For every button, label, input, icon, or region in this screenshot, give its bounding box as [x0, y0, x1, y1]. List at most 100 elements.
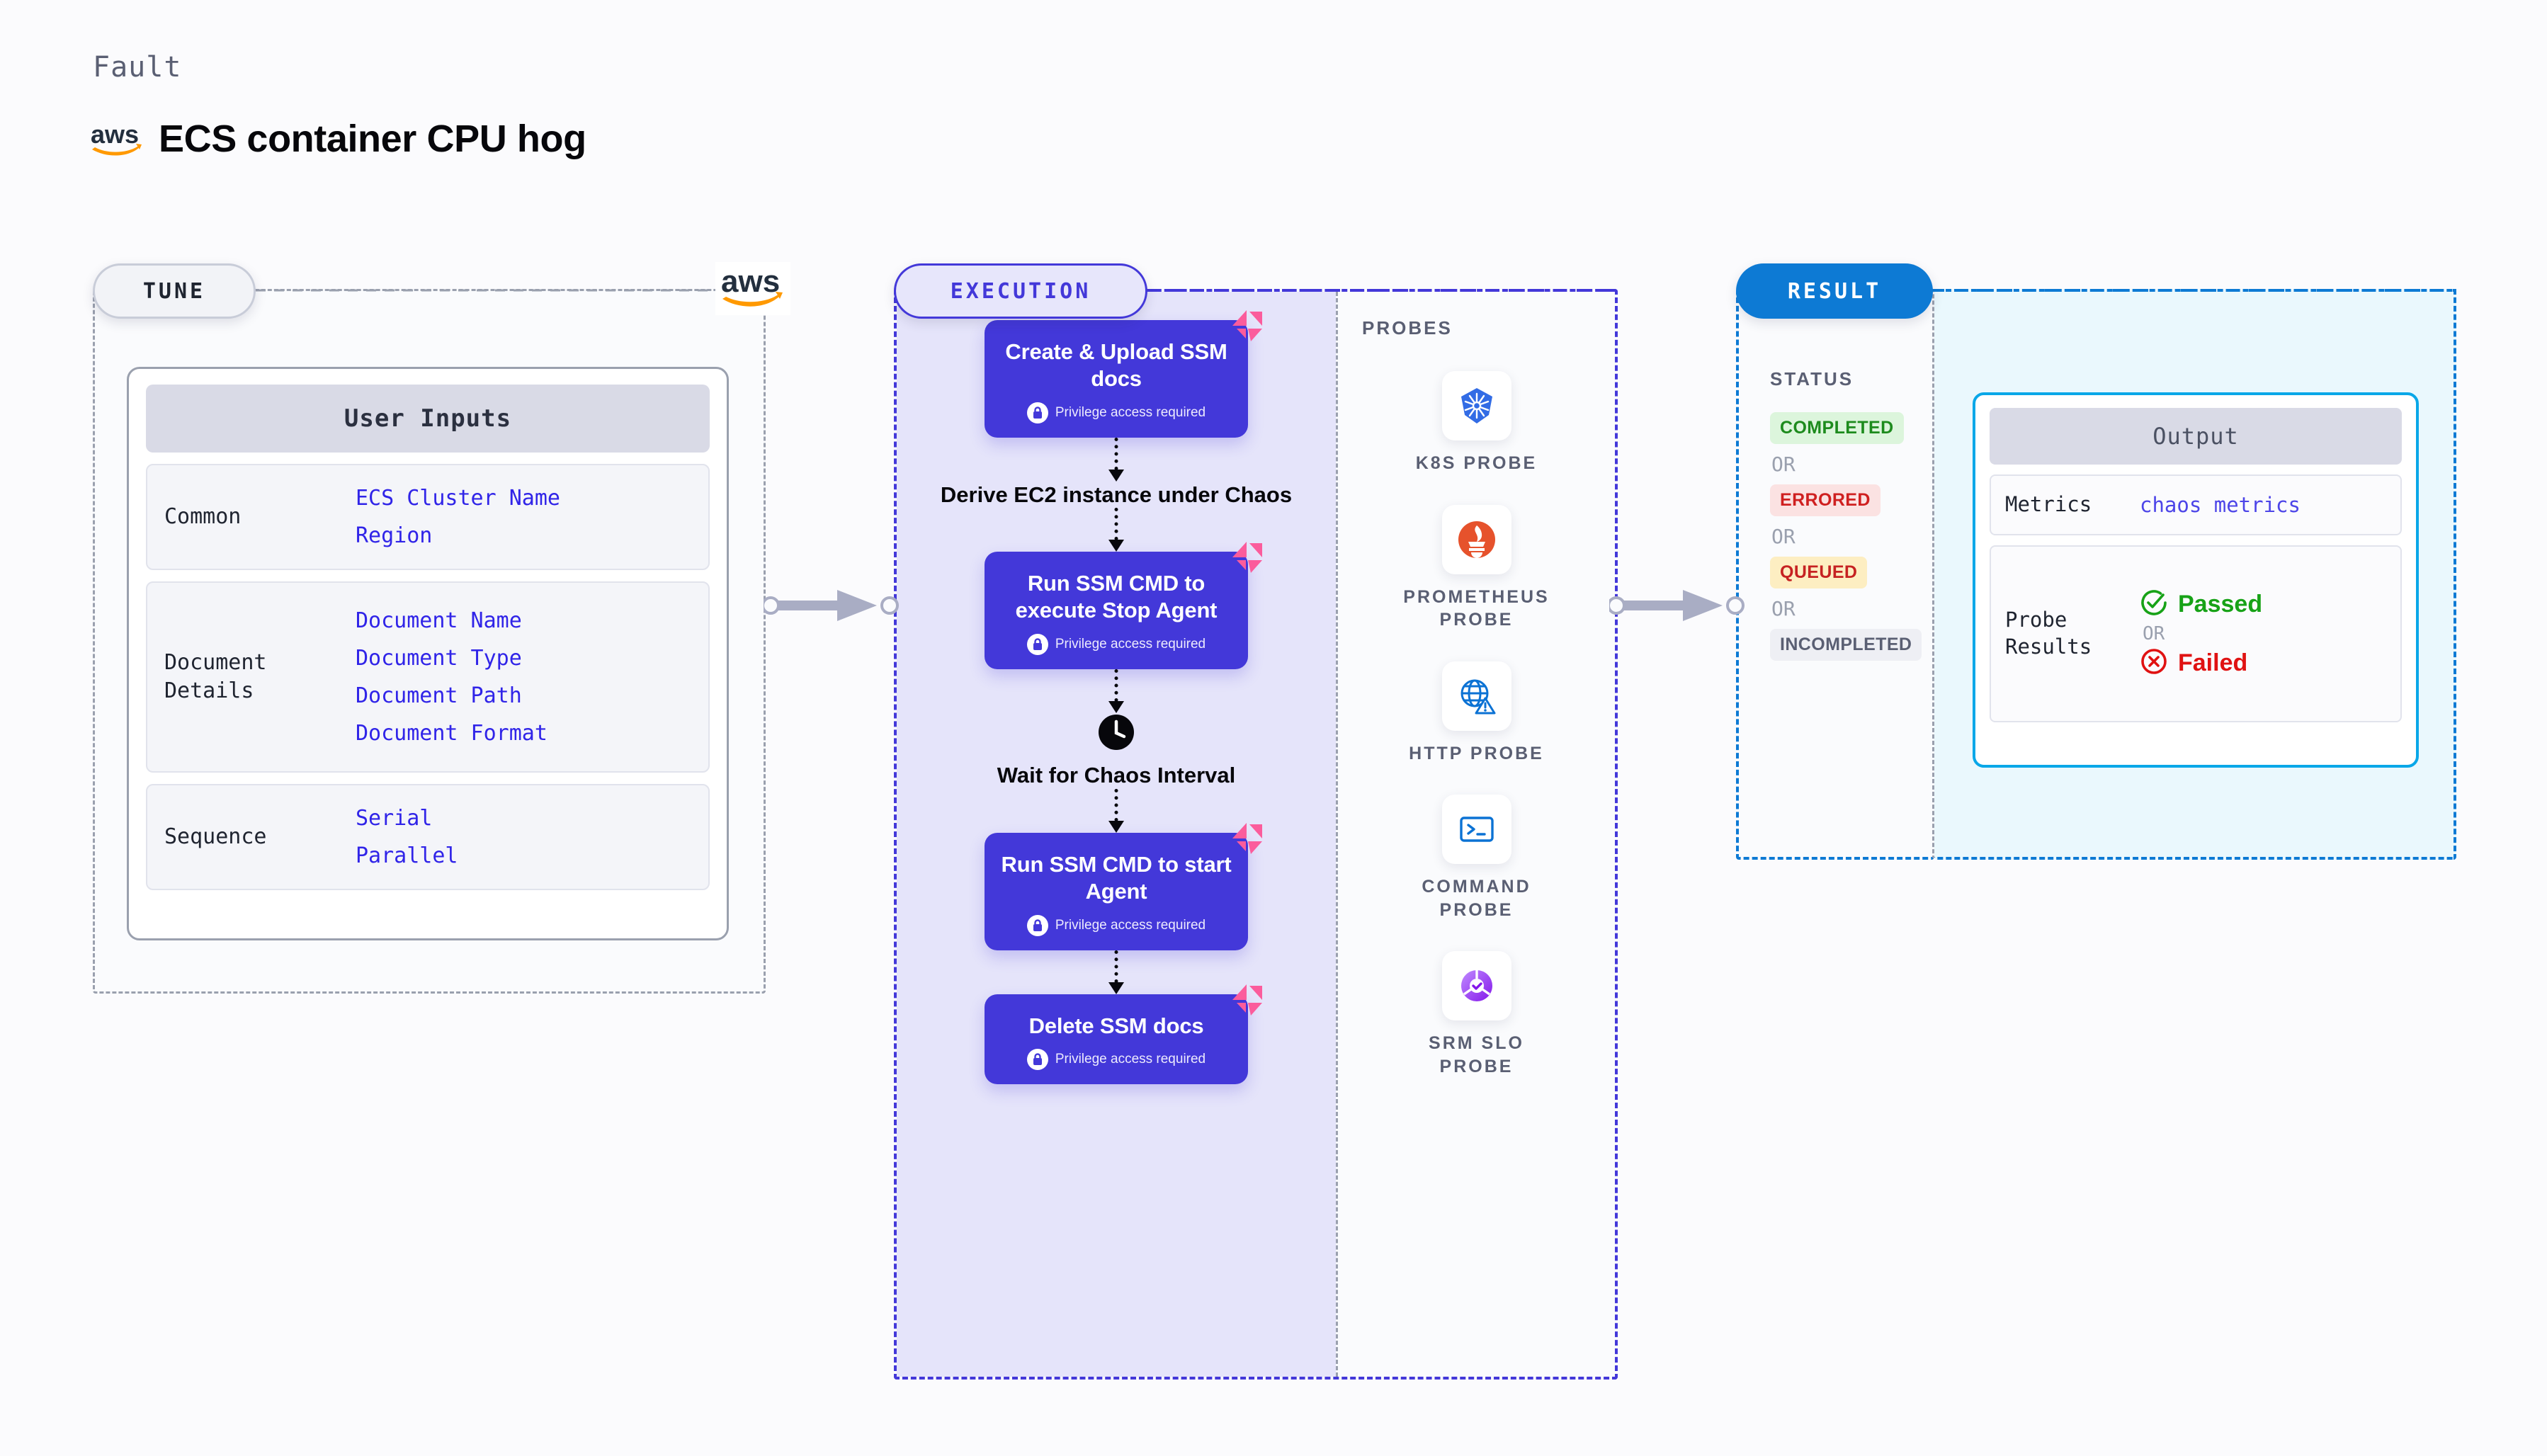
- output-probe-results-label: Probe Results: [2005, 608, 2092, 659]
- probes-title: PROBES: [1362, 317, 1453, 339]
- flow-connector-arrow: [1114, 669, 1118, 713]
- execution-step-create-upload-ssm-docs[interactable]: Create & Upload SSM docs Privilege acces…: [985, 310, 1262, 438]
- probe-result-failed: Failed: [2140, 647, 2262, 679]
- probe-item-prometheus[interactable]: PROMETHEUS PROBE: [1392, 504, 1562, 632]
- privilege-note-text: Privilege access required: [1055, 917, 1206, 933]
- fault-eyebrow-label: Fault: [93, 51, 182, 84]
- kubernetes-icon: [1441, 371, 1511, 440]
- flow-connector-arrow: [1114, 789, 1118, 833]
- probe-label: PROMETHEUS PROBE: [1403, 586, 1550, 630]
- litmus-badge-icon: [1232, 984, 1262, 1016]
- privilege-note: Privilege access required: [997, 402, 1235, 423]
- probe-label: COMMAND PROBE: [1422, 877, 1531, 920]
- svg-text:aws: aws: [721, 265, 780, 299]
- tune-group-label: Sequence: [164, 824, 267, 850]
- check-circle-icon: [2140, 588, 2168, 620]
- stage-pill-result[interactable]: RESULT: [1736, 263, 1933, 319]
- probe-label: K8S PROBE: [1415, 453, 1538, 473]
- tune-input-document-format[interactable]: Document Format: [356, 721, 548, 746]
- execution-step-wait-for-chaos-interval: Wait for Chaos Interval: [997, 713, 1235, 789]
- tune-input-serial[interactable]: Serial: [356, 806, 433, 831]
- stage-pill-tune[interactable]: TUNE: [93, 263, 256, 319]
- tune-group-label: Common: [164, 504, 242, 530]
- result-output-region: Output Metrics chaos metrics Probe Resul…: [1934, 289, 2456, 860]
- privilege-note: Privilege access required: [997, 634, 1235, 656]
- execution-step-title: Run SSM CMD to execute Stop Agent: [1015, 571, 1218, 623]
- probe-result-or-label: OR: [2143, 623, 2165, 644]
- page-title-row: aws ECS container CPU hog: [91, 117, 586, 161]
- execution-step-title: Wait for Chaos Interval: [997, 763, 1236, 788]
- lock-icon: [1026, 914, 1048, 936]
- lock-icon: [1026, 634, 1048, 656]
- flow-connector-arrow: [1114, 508, 1118, 552]
- lock-icon: [1026, 402, 1048, 423]
- execution-step-title: Delete SSM docs: [1028, 1013, 1204, 1038]
- prometheus-icon: [1441, 504, 1511, 574]
- tune-input-region[interactable]: Region: [356, 523, 433, 548]
- tune-input-document-name[interactable]: Document Name: [356, 608, 522, 633]
- stage-pill-execution[interactable]: EXECUTION: [894, 263, 1147, 319]
- privilege-note-text: Privilege access required: [1055, 637, 1206, 652]
- tune-group-sequence: Sequence Serial Parallel: [146, 784, 710, 890]
- status-badge-queued: QUEUED: [1770, 557, 1868, 588]
- output-metrics-value[interactable]: chaos metrics: [2140, 493, 2301, 517]
- privilege-note-text: Privilege access required: [1055, 404, 1206, 420]
- x-circle-icon: [2140, 647, 2168, 679]
- status-badge-errored: ERRORED: [1770, 484, 1881, 516]
- status-badge-completed: COMPLETED: [1770, 412, 1904, 444]
- srm-slo-icon: [1441, 951, 1511, 1020]
- probes-panel: PROBES: [1336, 292, 1615, 1377]
- status-title: STATUS: [1770, 368, 1854, 389]
- execution-pill-connector: [1146, 289, 1618, 292]
- execution-step-title: Create & Upload SSM docs: [1005, 339, 1227, 391]
- output-metrics-row: Metrics chaos metrics: [1990, 474, 2402, 535]
- probe-item-http[interactable]: HTTP PROBE: [1392, 661, 1562, 766]
- probe-label: SRM SLO PROBE: [1429, 1033, 1524, 1076]
- output-probe-results-row: Probe Results Passed OR: [1990, 545, 2402, 722]
- tune-pill-connector: [256, 289, 716, 292]
- tune-group-common: Common ECS Cluster Name Region: [146, 464, 710, 570]
- execution-step-delete-ssm-docs[interactable]: Delete SSM docs Privilege access require…: [985, 984, 1262, 1085]
- lock-icon: [1026, 1049, 1048, 1071]
- result-pill-connector: [1931, 289, 2456, 292]
- user-inputs-card: User Inputs Common ECS Cluster Name Regi…: [127, 367, 729, 940]
- tune-group-label: Document Details: [164, 650, 267, 703]
- aws-logo-icon: aws: [91, 121, 143, 157]
- tune-aws-logo-icon: aws: [715, 262, 790, 315]
- tune-input-ecs-cluster-name[interactable]: ECS Cluster Name: [356, 486, 560, 511]
- probe-item-k8s[interactable]: K8S PROBE: [1392, 371, 1562, 475]
- privilege-note: Privilege access required: [997, 1049, 1235, 1071]
- page-title: ECS container CPU hog: [159, 118, 586, 160]
- probe-result-passed-label: Passed: [2178, 591, 2263, 618]
- litmus-badge-icon: [1232, 822, 1262, 854]
- tune-input-document-path[interactable]: Document Path: [356, 683, 522, 708]
- svg-text:aws: aws: [91, 121, 139, 149]
- tune-input-document-type[interactable]: Document Type: [356, 646, 522, 671]
- execution-region: Create & Upload SSM docs Privilege acces…: [894, 289, 1618, 1380]
- status-or-label: OR: [1771, 525, 1796, 548]
- flow-connector-arrow: [1114, 438, 1118, 482]
- user-inputs-title: User Inputs: [146, 385, 710, 453]
- output-card: Output Metrics chaos metrics Probe Resul…: [1973, 392, 2419, 768]
- probe-label: HTTP PROBE: [1409, 743, 1544, 763]
- result-status-region: STATUS COMPLETED OR ERRORED OR QUEUED OR…: [1736, 289, 1934, 860]
- terminal-icon: [1441, 795, 1511, 864]
- tune-input-parallel[interactable]: Parallel: [356, 843, 458, 868]
- probe-result-passed: Passed: [2140, 588, 2262, 620]
- flow-connector-arrow: [1114, 950, 1118, 994]
- probe-item-srm-slo[interactable]: SRM SLO PROBE: [1392, 951, 1562, 1078]
- execution-step-title: Run SSM CMD to start Agent: [1001, 851, 1232, 904]
- probe-result-failed-label: Failed: [2178, 649, 2248, 676]
- arrow-execution-to-result: [1609, 590, 1745, 621]
- clock-icon: [1097, 713, 1135, 755]
- status-or-label: OR: [1771, 453, 1796, 476]
- status-badge-incompleted: INCOMPLETED: [1770, 629, 1922, 661]
- litmus-badge-icon: [1232, 542, 1262, 574]
- http-globe-icon: [1441, 661, 1511, 731]
- execution-step-run-ssm-cmd-start-agent[interactable]: Run SSM CMD to start Agent Privilege acc…: [985, 822, 1262, 950]
- execution-step-run-ssm-cmd-stop-agent[interactable]: Run SSM CMD to execute Stop Agent Privil…: [985, 542, 1262, 670]
- output-metrics-label: Metrics: [2005, 492, 2092, 517]
- execution-flow-column: Create & Upload SSM docs Privilege acces…: [897, 292, 1336, 1377]
- probe-item-command[interactable]: COMMAND PROBE: [1392, 795, 1562, 921]
- status-or-label: OR: [1771, 597, 1796, 620]
